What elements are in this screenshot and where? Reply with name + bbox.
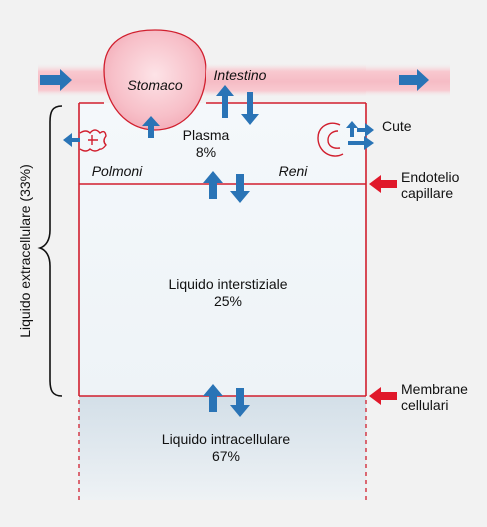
flow-arrow-icon [346,121,358,137]
intestine-label: Intestino [214,67,267,83]
pointer-arrows [369,175,397,405]
flow-arrow-icon [203,384,223,412]
flow-arrow-icon [348,136,374,150]
flow-arrows [40,69,429,417]
plasma-percent: 8% [196,144,216,160]
lungs-label: Polmoni [92,163,143,179]
interstitial-percent: 25% [214,293,242,309]
kidneys-label: Reni [279,163,309,179]
flow-arrow-icon [203,171,223,199]
extracellular-fill [79,103,366,396]
interstitial-label: Liquido interstiziale [168,276,287,292]
flow-arrow-icon [399,69,429,91]
flow-arrow-icon [216,85,234,118]
dashed-lines [78,400,367,500]
extracellular-label: Liquido extracellulare (33%) [17,164,33,338]
intracellular-percent: 67% [212,448,240,464]
pointer-arrow-icon [369,387,397,405]
compartment-lines [78,102,367,397]
brace-icon [37,105,63,397]
lung-icon [79,129,107,152]
flow-arrow-icon [63,133,80,147]
flow-arrow-icon [241,92,259,125]
flow-arrow-icon [142,116,160,138]
flow-arrow-icon [230,388,250,417]
pointer-arrow-icon [369,175,397,193]
flow-arrow-icon [230,174,250,203]
intracellular-label: Liquido intracellulare [162,431,291,447]
stomach-label: Stomaco [127,77,182,93]
endothelium-label-line1: Endotelio [401,169,460,185]
intracellular-fill [79,396,366,500]
membrane-label-line2: cellulari [401,397,448,413]
flow-arrow-icon [40,69,72,91]
membrane-label-line1: Membrane [401,381,468,397]
kidney-icon [317,122,344,157]
intestine-tube [206,63,366,97]
skin-label: Cute [382,118,412,134]
endothelium-label-line2: capillare [401,185,453,201]
plasma-label: Plasma [183,127,230,143]
flow-arrow-icon [357,123,374,137]
